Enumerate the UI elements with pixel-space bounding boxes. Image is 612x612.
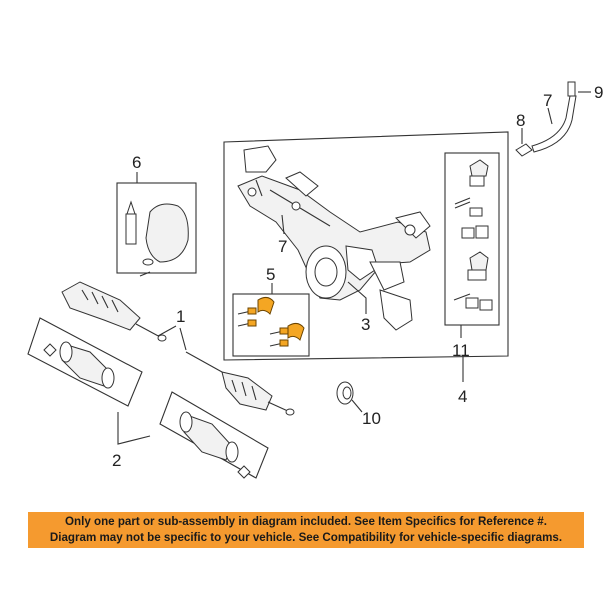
callout-11: 11 [452, 341, 470, 360]
seal [336, 381, 354, 405]
callout-8: 8 [516, 111, 525, 130]
half-shaft-lower [185, 351, 295, 416]
leader-1b [179, 327, 187, 351]
leader-1 [157, 325, 177, 337]
vent-tube [515, 81, 577, 157]
disclaimer-banner: Only one part or sub-assembly in diagram… [28, 512, 584, 548]
leader-7b [547, 107, 553, 125]
callout-5: 5 [266, 265, 275, 284]
ball-joint-box [444, 152, 500, 338]
boot-kit-box-left [27, 317, 143, 407]
callout-10: 10 [362, 409, 381, 428]
axle-housing [237, 145, 431, 331]
callout-4: 4 [458, 387, 467, 406]
boot-kit-box-right [159, 391, 269, 479]
callout-1: 1 [176, 307, 185, 326]
bracket-lower [287, 322, 305, 341]
axle-assembly-box [223, 131, 509, 382]
leader-7a [281, 214, 285, 235]
callout-3: 3 [361, 315, 370, 334]
disclaimer-line-1: Only one part or sub-assembly in diagram… [65, 515, 547, 528]
bracket-bolt-box [232, 283, 310, 357]
leader-10 [351, 399, 363, 413]
disclaimer-line-2: Diagram may not be specific to your vehi… [49, 531, 563, 544]
callout-6: 6 [132, 153, 141, 172]
half-shaft-upper [61, 281, 167, 342]
callout-9: 9 [594, 83, 603, 102]
cover-kit-box [116, 172, 197, 277]
callout-7b: 7 [543, 91, 552, 110]
callout-2: 2 [112, 451, 121, 470]
leader-3 [347, 281, 367, 314]
leader-2 [117, 412, 151, 445]
bracket-upper [257, 296, 275, 315]
callout-7a: 7 [278, 237, 287, 256]
